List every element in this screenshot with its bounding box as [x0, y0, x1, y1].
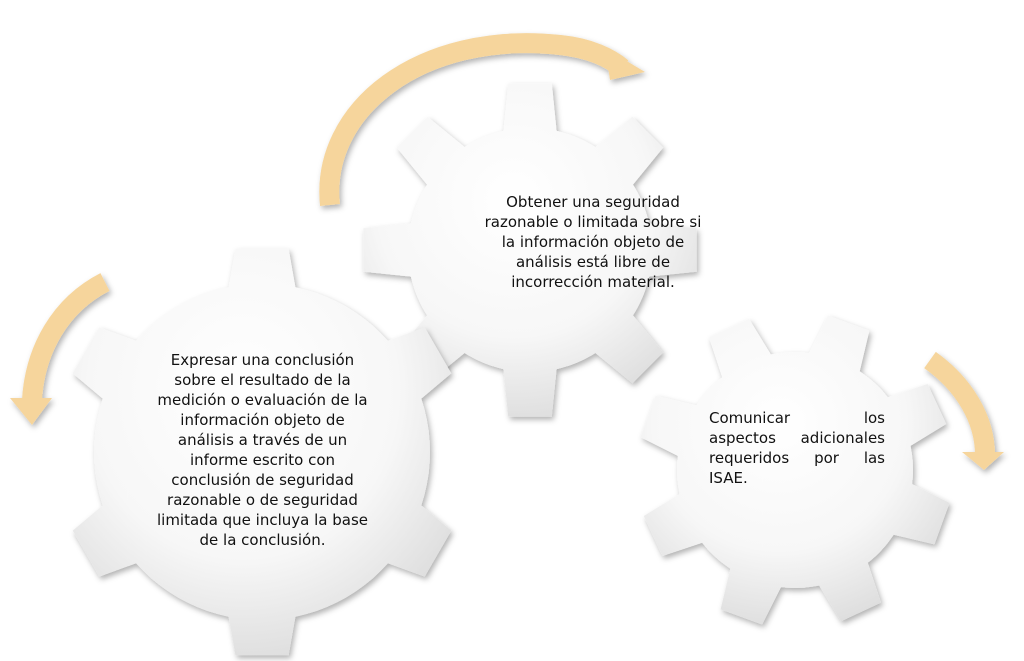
arrow-top	[319, 33, 645, 207]
gear-1-text: Expresar una conclusión sobre el resulta…	[156, 351, 368, 549]
gear-3-text: Comunicar los aspectos adicionales reque…	[709, 409, 885, 487]
arrow-right	[924, 351, 1004, 470]
gear-2-text: Obtener una seguridad razonable o limita…	[484, 193, 702, 291]
gear-3	[640, 315, 950, 625]
gear-2	[363, 83, 697, 417]
arrow-left	[10, 273, 110, 425]
gear-1	[72, 248, 452, 656]
